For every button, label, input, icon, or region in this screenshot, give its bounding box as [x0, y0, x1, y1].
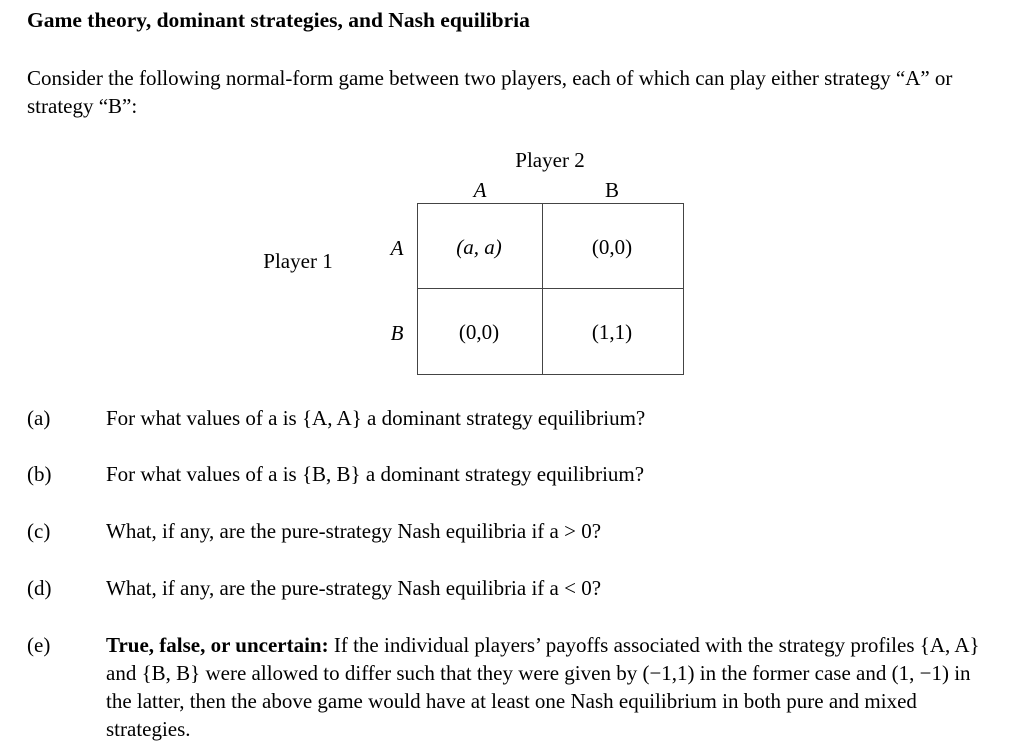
payoff-ba: (0,0) [458, 320, 500, 344]
matrix-divider-horizontal [417, 288, 683, 289]
payoff-bb: (1,1) [591, 320, 633, 344]
player1-label: Player 1 [263, 249, 333, 273]
page-title: Game theory, dominant strategies, and Na… [27, 8, 530, 32]
question-label: (b) [27, 462, 52, 486]
question-lead: True, false, or uncertain: [106, 633, 329, 657]
intro-paragraph: Consider the following normal-form game … [27, 66, 953, 118]
question-label: (e) [27, 633, 51, 657]
matrix-border [417, 203, 684, 375]
question-text: What, if any, are the pure-strategy Nash… [106, 519, 602, 543]
row-strategy-a: A [390, 236, 404, 260]
question-label: (a) [27, 406, 51, 430]
row-strategy-b: B [390, 321, 404, 345]
question-text: For what values of a is {A, A} a dominan… [106, 406, 646, 430]
question-text: What, if any, are the pure-strategy Nash… [106, 576, 602, 600]
question-body: If the individual players’ payoffs assoc… [106, 633, 980, 741]
question-label: (d) [27, 576, 52, 600]
player2-label: Player 2 [515, 148, 585, 172]
col-strategy-a: A [473, 178, 487, 202]
question-label: (c) [27, 519, 51, 543]
payoff-ab: (0,0) [591, 235, 633, 259]
payoff-aa: (a, a) [456, 235, 502, 259]
question-text: True, false, or uncertain: If the indivi… [106, 631, 986, 743]
question-text: For what values of a is {B, B} a dominan… [106, 462, 645, 486]
col-strategy-b: B [604, 178, 620, 202]
